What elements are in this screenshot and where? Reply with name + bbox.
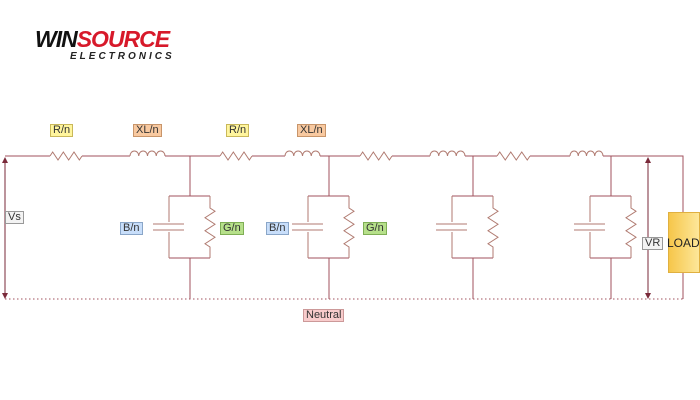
susceptance-label: B/n (120, 222, 143, 235)
resistor-icon (496, 151, 531, 161)
logo-wordmark: WINSOURCE (35, 26, 170, 52)
susceptance-label: B/n (266, 222, 289, 235)
conductance-label: G/n (363, 222, 387, 235)
series-reactance-label: XL/n (297, 124, 326, 137)
shunt-wire (452, 156, 493, 299)
inductor-icon (284, 150, 321, 157)
series-resistance-label: R/n (226, 124, 250, 137)
capacitor-icon (574, 196, 605, 258)
resistor-icon (359, 151, 393, 161)
shunt-resistor-icon (487, 196, 499, 258)
load-box: LOAD (667, 212, 700, 273)
shunt-resistor-icon (343, 196, 355, 258)
shunt-resistor-icon (625, 196, 637, 258)
neutral-label: Neutral (303, 309, 345, 322)
shunt-wire (308, 156, 349, 299)
vs-label: Vs (5, 211, 24, 224)
capacitor-icon (292, 196, 323, 258)
vr-label: VR (642, 237, 664, 250)
resistor-icon (49, 151, 83, 161)
series-resistance-label: R/n (50, 124, 74, 137)
conductance-label: G/n (220, 222, 244, 235)
inductor-icon (569, 150, 604, 157)
capacitor-icon (153, 196, 184, 258)
resistor-icon (219, 151, 253, 161)
shunt-wire (169, 156, 210, 299)
logo-subtitle: ELECTRONICS (70, 51, 175, 62)
inductor-icon (429, 150, 466, 157)
capacitor-icon (436, 196, 467, 258)
series-reactance-label: XL/n (133, 124, 162, 137)
shunt-resistor-icon (204, 196, 216, 258)
shunt-wire (590, 156, 631, 299)
inductor-icon (129, 150, 166, 157)
